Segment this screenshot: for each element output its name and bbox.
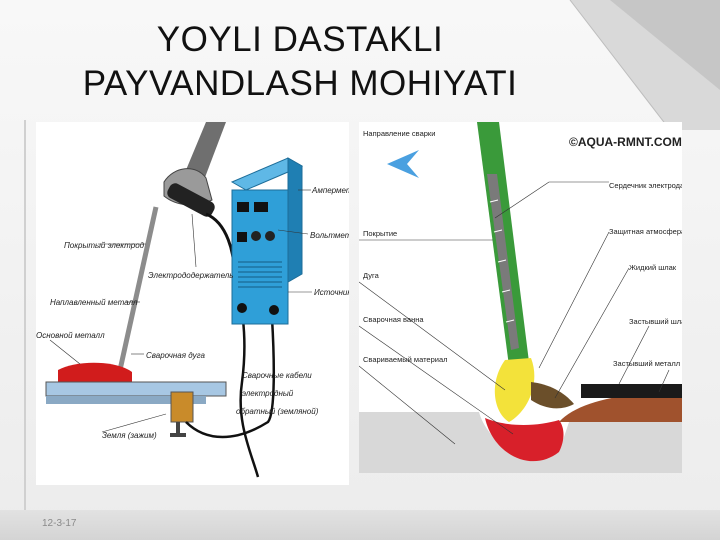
footer-band bbox=[0, 510, 720, 540]
label-ampmeter: Амперметр bbox=[311, 186, 349, 195]
arc-zone bbox=[495, 358, 535, 422]
label-ground-clamp: Земля (зажим) bbox=[102, 431, 157, 440]
label-coating: Покрытие bbox=[363, 229, 397, 238]
base-plate bbox=[46, 382, 226, 396]
watermark-text: ©AQUA-RMNT.COM bbox=[569, 135, 682, 149]
label-welding-cables: Сварочные кабели bbox=[242, 371, 312, 380]
ground-clamp bbox=[170, 392, 193, 437]
direction-arrow-icon bbox=[387, 150, 419, 178]
label-voltmeter: Вольтметр bbox=[310, 231, 349, 240]
label-coated-electrode: Покрытый электрод bbox=[64, 241, 145, 250]
label-pool: Сварочная ванна bbox=[363, 315, 424, 324]
liquid-slag bbox=[531, 382, 574, 408]
label-atmosphere: Защитная атмосфера bbox=[609, 227, 682, 236]
label-cable-electrode: электродный bbox=[242, 389, 294, 398]
electrode-holder bbox=[165, 181, 234, 282]
welding-setup-diagram: Амперметр Вольтметр Источник питания Эле… bbox=[36, 122, 349, 485]
label-power-source: Источник питания bbox=[314, 288, 349, 297]
welding-setup-svg: Амперметр Вольтметр Источник питания Эле… bbox=[36, 122, 349, 485]
label-solid-metal: Застывший металл bbox=[613, 359, 680, 368]
coated-electrode bbox=[120, 207, 156, 370]
slide-title: YOYLI DASTAKLI PAYVANDLASH MOHIYATI bbox=[20, 18, 580, 106]
label-liquid-slag: Жидкий шлак bbox=[629, 263, 677, 272]
label-base: Свариваемый материал bbox=[363, 355, 448, 364]
label-direction: Направление сварки bbox=[363, 129, 435, 138]
solid-slag bbox=[581, 384, 682, 398]
left-rule bbox=[24, 120, 26, 520]
welding-machine bbox=[232, 158, 302, 324]
arc-cross-section-diagram: Направление сварки ©AQUA-RMNT.COM Сердеч… bbox=[359, 122, 682, 473]
label-solid-slag: Застывший шлак bbox=[629, 317, 682, 326]
label-cable-return: обратный (земляной) bbox=[236, 407, 319, 416]
label-arc: Дуга bbox=[363, 271, 380, 280]
label-electrode-holder: Электрододержатель bbox=[148, 271, 233, 280]
label-base-metal: Основной металл bbox=[36, 331, 105, 340]
label-welding-arc: Сварочная дуга bbox=[146, 351, 205, 360]
title-line-2: PAYVANDLASH MOHIYATI bbox=[20, 62, 580, 106]
title-line-1: YOYLI DASTAKLI bbox=[20, 18, 580, 62]
label-filler-metal: Наплавленный металл bbox=[50, 298, 138, 307]
arc-cross-section-svg: Направление сварки ©AQUA-RMNT.COM Сердеч… bbox=[359, 122, 682, 473]
label-core: Сердечник электрода bbox=[609, 181, 682, 190]
footer-date: 12-3-17 bbox=[42, 518, 76, 529]
